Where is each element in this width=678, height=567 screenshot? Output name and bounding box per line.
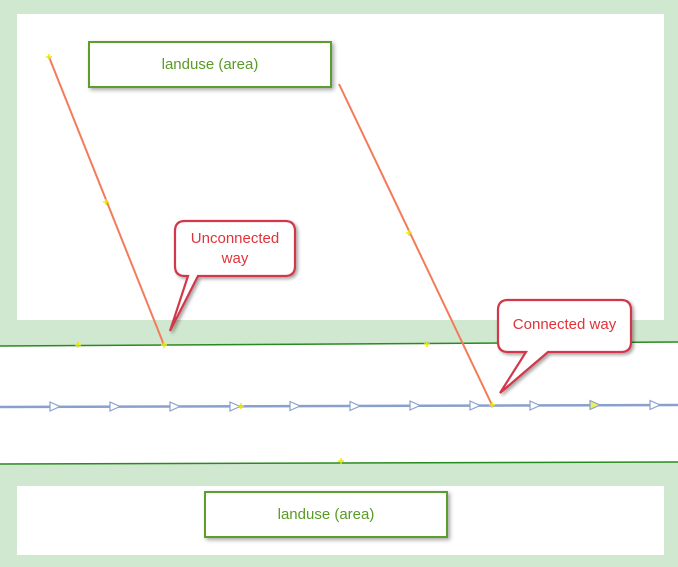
nodes: [46, 54, 495, 464]
area-boundary-bottom: [0, 461, 678, 465]
arrow-icon: [349, 400, 362, 412]
arrow-icon: [229, 401, 242, 412]
node-marker: [161, 342, 167, 348]
callout-connected-bubble: [496, 298, 633, 394]
arrow-icon: [109, 401, 122, 412]
arrow-icon: [649, 399, 662, 411]
node-marker: [489, 402, 495, 408]
callout-connected-text: Connected way: [498, 315, 631, 335]
arrow-icon: [169, 401, 182, 412]
arrow-icon: [49, 401, 62, 412]
callout-unconnected-line2: way: [221, 250, 249, 267]
node-marker: [75, 342, 81, 348]
arrow-icon: [469, 400, 482, 411]
top-landuse-label-text: landuse (area): [161, 56, 259, 73]
callout-unconnected-bubble: [168, 219, 297, 332]
connected-way: [338, 83, 493, 406]
callout-unconnected-text: Unconnected way: [175, 229, 295, 269]
node-marker: [103, 199, 109, 205]
callout-connected-line1: Connected way: [512, 316, 617, 333]
top-landuse-label: landuse (area): [88, 41, 332, 88]
bottom-landuse-label: landuse (area): [204, 491, 448, 538]
node-marker: [238, 403, 244, 409]
node-marker: [406, 230, 412, 236]
node-marker: [338, 458, 344, 464]
node-marker: [46, 54, 52, 60]
callout-unconnected-line1: Unconnected: [190, 230, 280, 247]
arrow-icon: [529, 400, 542, 411]
direction-arrows: [49, 399, 662, 412]
arrow-icon: [409, 400, 422, 411]
node-marker: [424, 341, 430, 347]
bottom-landuse-label-text: landuse (area): [277, 506, 375, 523]
road-corridor: [0, 342, 678, 464]
arrow-icon: [589, 399, 602, 411]
arrow-icon: [289, 400, 302, 412]
